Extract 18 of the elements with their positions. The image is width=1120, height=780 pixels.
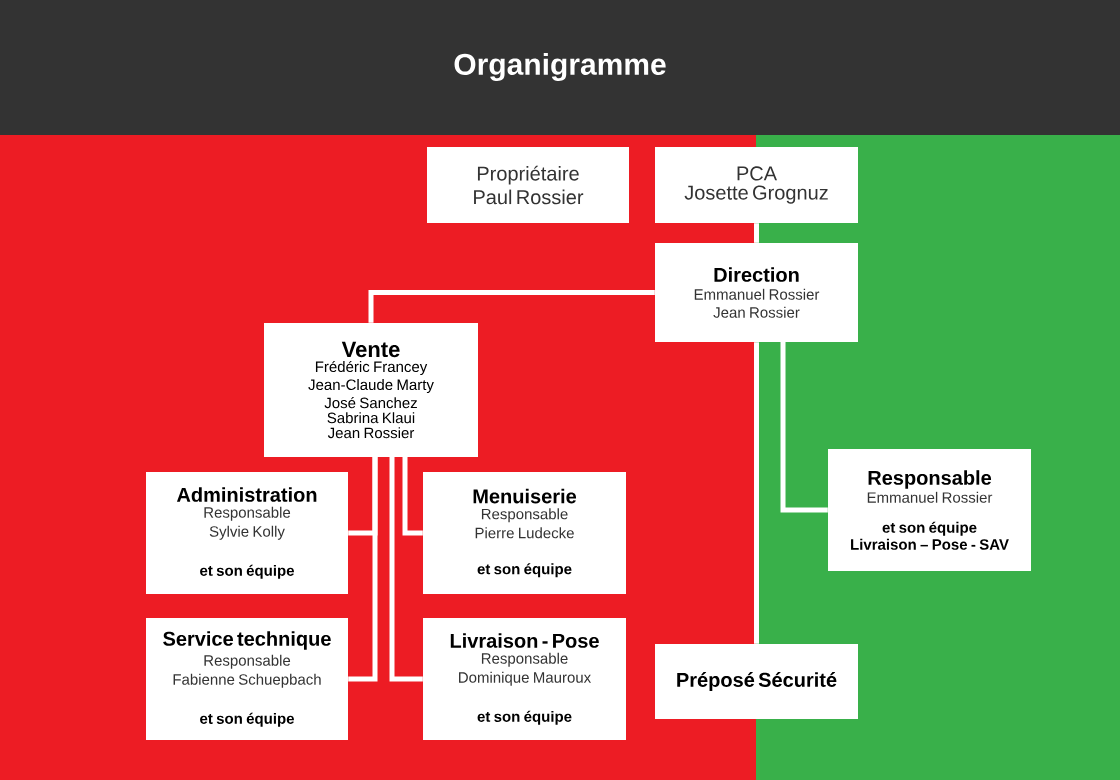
org-box: Direction Emmanuel Rossier Jean Rossier <box>655 243 858 342</box>
org-box: Service technique Responsable Fabienne Schuepbach et son équipe <box>146 618 348 740</box>
org-box: Préposé Sécurité <box>655 644 858 719</box>
org-box: Propriétaire Paul Rossier <box>427 147 629 223</box>
connector-line <box>402 457 423 536</box>
org-box: Vente Frédéric Francey Jean-Claude Marty José Sanchez Sabrina Klaui Jean Rossier <box>264 323 478 457</box>
connector-line <box>368 290 655 323</box>
connector-line <box>780 342 828 513</box>
org-box: PCA Josette Grognuz <box>655 147 858 223</box>
connector-line <box>754 342 759 644</box>
org-box: Livraison - Pose Responsable Dominique Mauroux et son équipe <box>423 618 626 740</box>
org-box: Administration Responsable Sylvie Kolly et son équipe <box>146 472 348 594</box>
org-box: Menuiserie Responsable Pierre Ludecke et son équipe <box>423 472 626 594</box>
connector-line <box>389 457 423 682</box>
connector-line <box>754 223 759 243</box>
title: Organigramme <box>454 52 666 82</box>
connector-line <box>348 457 378 682</box>
org-box: Responsable Emmanuel Rossier et son équipe Livraison – Pose - SAV <box>828 449 1031 571</box>
